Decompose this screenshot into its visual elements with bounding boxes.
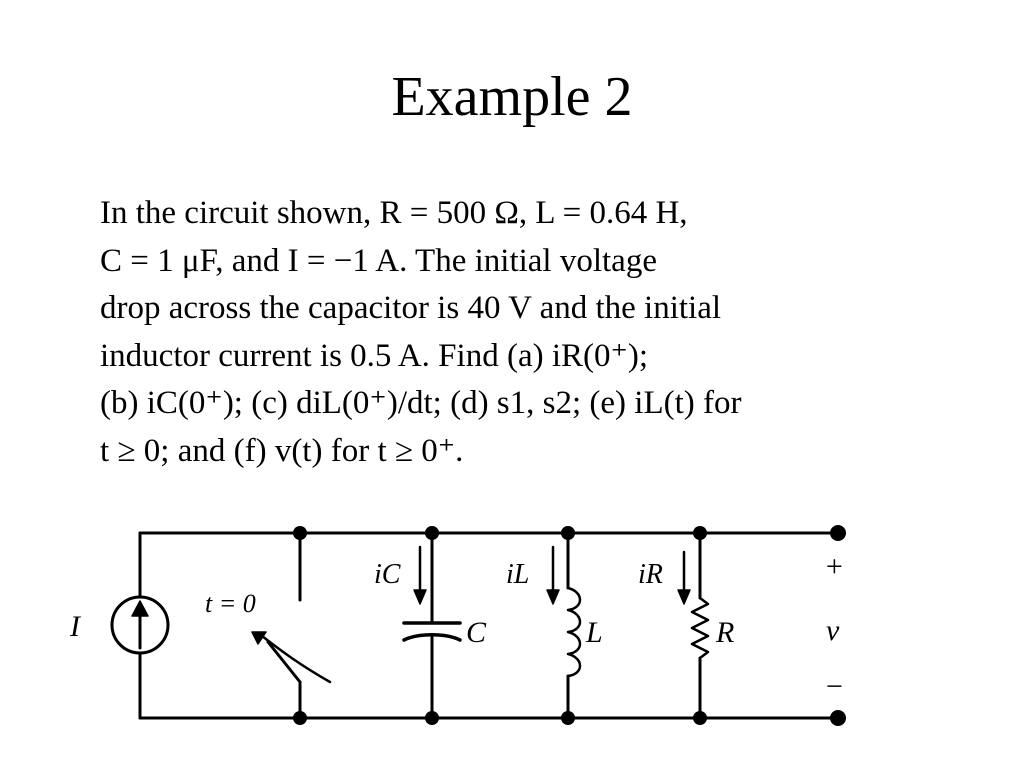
- switch-arrow-icon: [251, 631, 267, 645]
- switch-label: t = 0: [205, 589, 256, 618]
- slide-title: Example 2: [391, 66, 633, 128]
- capacitor-current-label: iC: [374, 559, 401, 590]
- capacitor-label: C: [466, 616, 487, 649]
- inductor-current-arrow-icon: [546, 545, 560, 605]
- junction-dot: [561, 526, 575, 540]
- problem-statement: In the circuit shown, R = 500 Ω, L = 0.6…: [100, 190, 950, 475]
- junction-dot: [425, 526, 439, 540]
- problem-line-6: t ≥ 0; and (f) v(t) for t ≥ 0⁺.: [100, 432, 464, 469]
- capacitor-current-arrow-icon: [413, 545, 427, 605]
- problem-line-4: inductor current is 0.5 A. Find (a) iR(0…: [100, 337, 649, 374]
- inductor-current-label: iL: [506, 559, 529, 590]
- junction-dot: [293, 711, 307, 725]
- inductor-coil: [566, 586, 582, 678]
- switch-action-arc: [260, 634, 332, 684]
- junction-dot: [561, 711, 575, 725]
- terminal-dot: [830, 525, 846, 541]
- junction-dot: [425, 711, 439, 725]
- minus-sign: −: [824, 670, 844, 703]
- circuit-diagram: I t = 0 iC C iL L iR R + v −: [69, 525, 846, 726]
- voltage-label: v: [826, 614, 840, 647]
- resistor-zigzag: [690, 596, 710, 660]
- junction-dot: [293, 526, 307, 540]
- resistor-label: R: [715, 616, 734, 649]
- current-source-arrow-icon: [131, 600, 149, 650]
- switch-blade: [266, 640, 302, 684]
- problem-line-1: In the circuit shown, R = 500 Ω, L = 0.6…: [100, 195, 688, 231]
- problem-line-2: C = 1 μF, and I = −1 A. The initial volt…: [100, 242, 657, 279]
- problem-line-5: (b) iC(0⁺); (c) diL(0⁺)/dt; (d) s1, s2; …: [100, 385, 742, 421]
- junction-dot: [693, 711, 707, 725]
- source-label: I: [69, 610, 82, 643]
- current-source-symbol: [110, 595, 170, 655]
- inductor-label: L: [585, 616, 603, 649]
- resistor-current-arrow-icon: [677, 550, 691, 605]
- junction-dot: [693, 526, 707, 540]
- problem-line-3: drop across the capacitor is 40 V and th…: [100, 290, 722, 326]
- resistor-current-label: iR: [638, 559, 663, 590]
- plus-sign: +: [824, 550, 844, 583]
- terminal-dot: [830, 710, 846, 726]
